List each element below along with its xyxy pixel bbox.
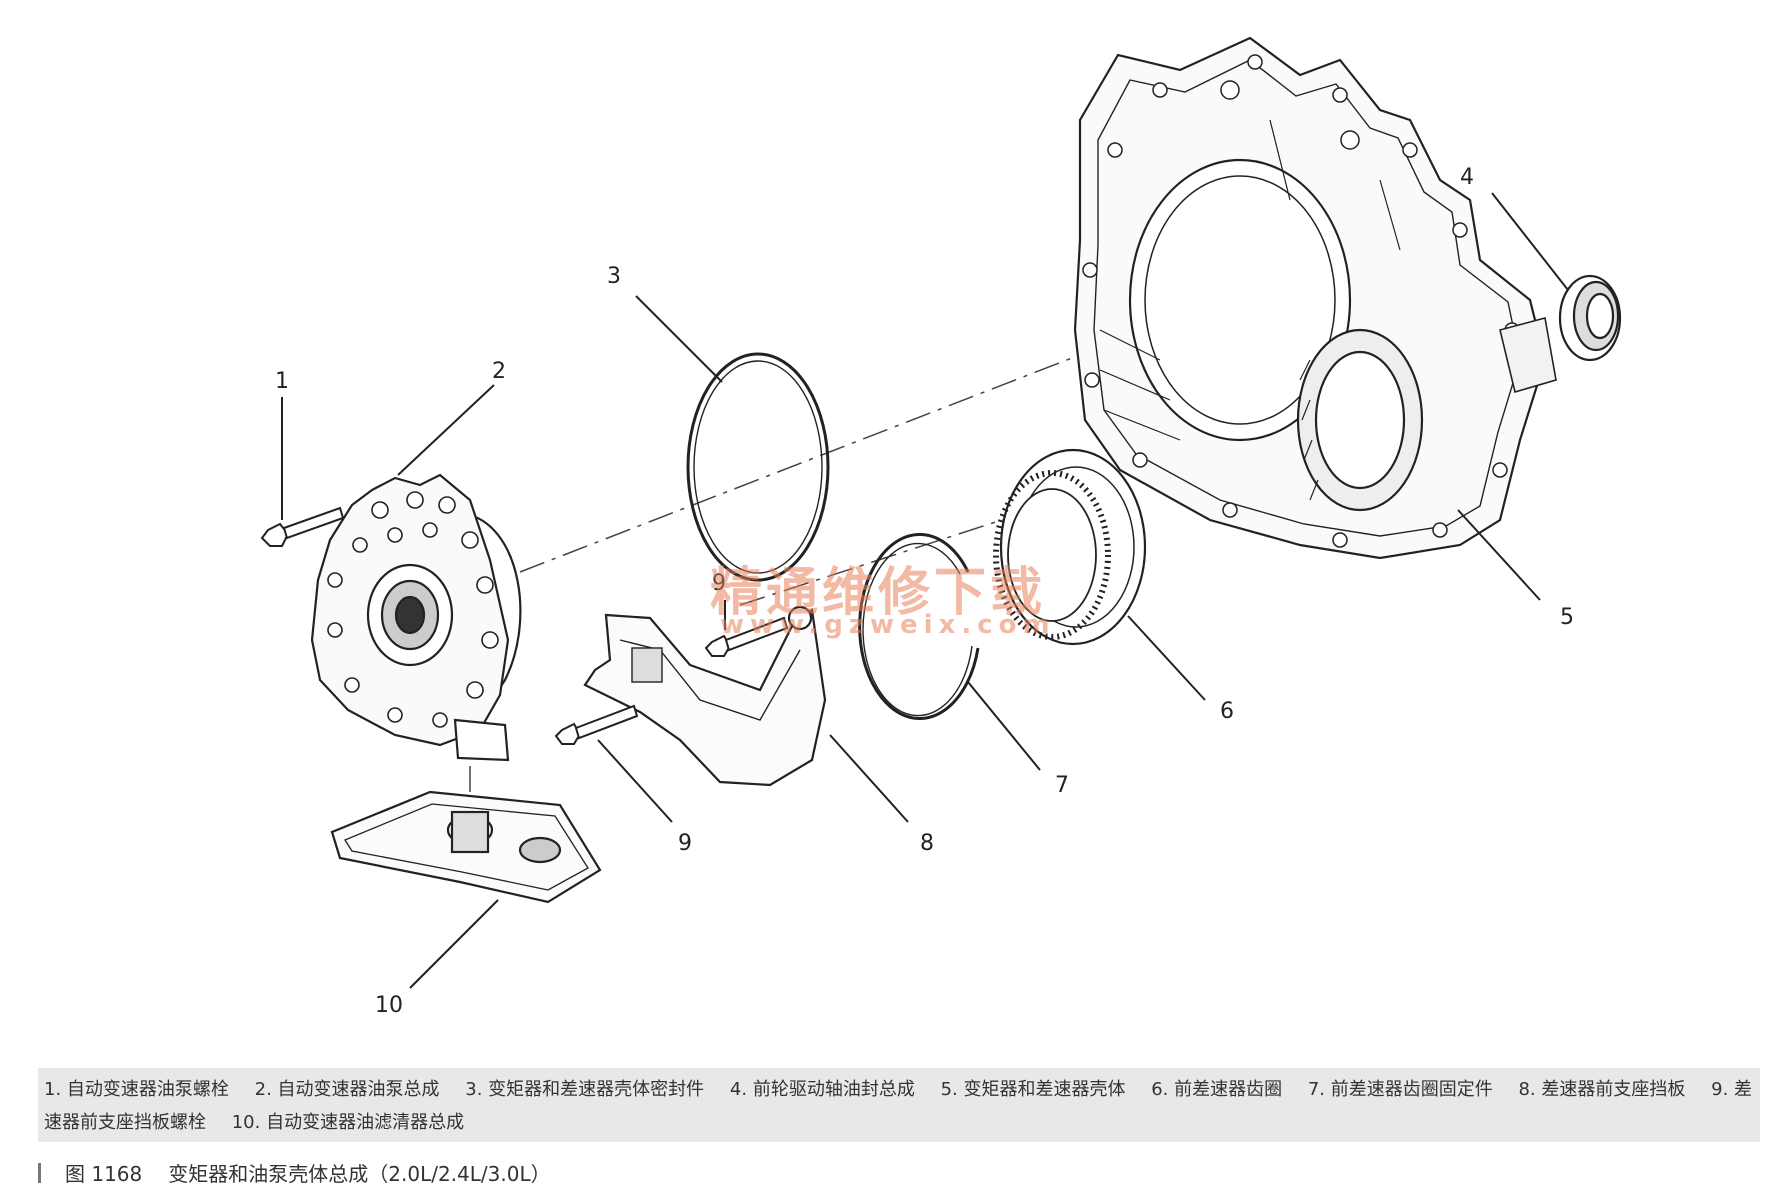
oil-filter-assembly: [330, 790, 602, 904]
figure-title: 变矩器和油泵壳体总成（2.0L/2.4L/3.0L）: [168, 1162, 551, 1186]
legend-item-4: 4. 前轮驱动轴油封总成: [729, 1079, 915, 1100]
callout-1: 1: [275, 369, 289, 394]
callout-7: 7: [1055, 773, 1069, 798]
legend-item-8: 8. 差速器前支座挡板: [1518, 1079, 1686, 1100]
ring-gear-retainer: [858, 533, 980, 720]
callout-4: 4: [1460, 165, 1474, 190]
callout-5: 5: [1560, 605, 1574, 630]
callout-leader-lines: [281, 192, 1569, 989]
callout-numbers: 1 2 3 4 5 6 7 8 9 9 10: [275, 165, 1574, 1018]
callout-6: 6: [1220, 699, 1234, 724]
differential-mount-baffle: [583, 605, 827, 787]
legend-item-2: 2. 自动变速器油泵总成: [254, 1079, 440, 1100]
legend-item-9: 9. 差速器前支座挡板螺栓: [44, 1079, 1753, 1133]
oil-pump-assembly: [310, 473, 522, 762]
caption-bar: [38, 1162, 41, 1183]
converter-differential-housing: [1073, 36, 1557, 560]
legend-item-3: 3. 变矩器和差速器壳体密封件: [465, 1079, 705, 1100]
callout-2: 2: [492, 359, 506, 384]
differential-ring-gear: [993, 448, 1147, 646]
legend-item-6: 6. 前差速器齿圈: [1151, 1079, 1283, 1100]
legend-item-5: 5. 变矩器和差速器壳体: [940, 1079, 1126, 1100]
figure-caption: 图 1168 变矩器和油泵壳体总成（2.0L/2.4L/3.0L）: [38, 1158, 551, 1187]
callout-8: 8: [920, 831, 934, 856]
callout-3: 3: [607, 264, 621, 289]
baffle-bolt-upper: [704, 616, 789, 657]
legend-item-10: 10. 自动变速器油滤清器总成: [231, 1112, 465, 1133]
baffle-bolt-lower: [554, 704, 639, 745]
parts-legend: 1. 自动变速器油泵螺栓 2. 自动变速器油泵总成 3. 变矩器和差速器壳体密封…: [38, 1068, 1760, 1142]
axle-oil-seal: [1558, 274, 1622, 362]
housing-seal-ring: [686, 352, 830, 582]
figure-number: 图 1168: [65, 1162, 143, 1186]
callout-10: 10: [375, 993, 403, 1018]
callout-9-upper: 9: [712, 571, 726, 596]
callout-9-lower: 9: [678, 831, 692, 856]
legend-item-7: 7. 前差速器齿圈固定件: [1307, 1079, 1493, 1100]
legend-item-1: 1. 自动变速器油泵螺栓: [44, 1079, 229, 1100]
